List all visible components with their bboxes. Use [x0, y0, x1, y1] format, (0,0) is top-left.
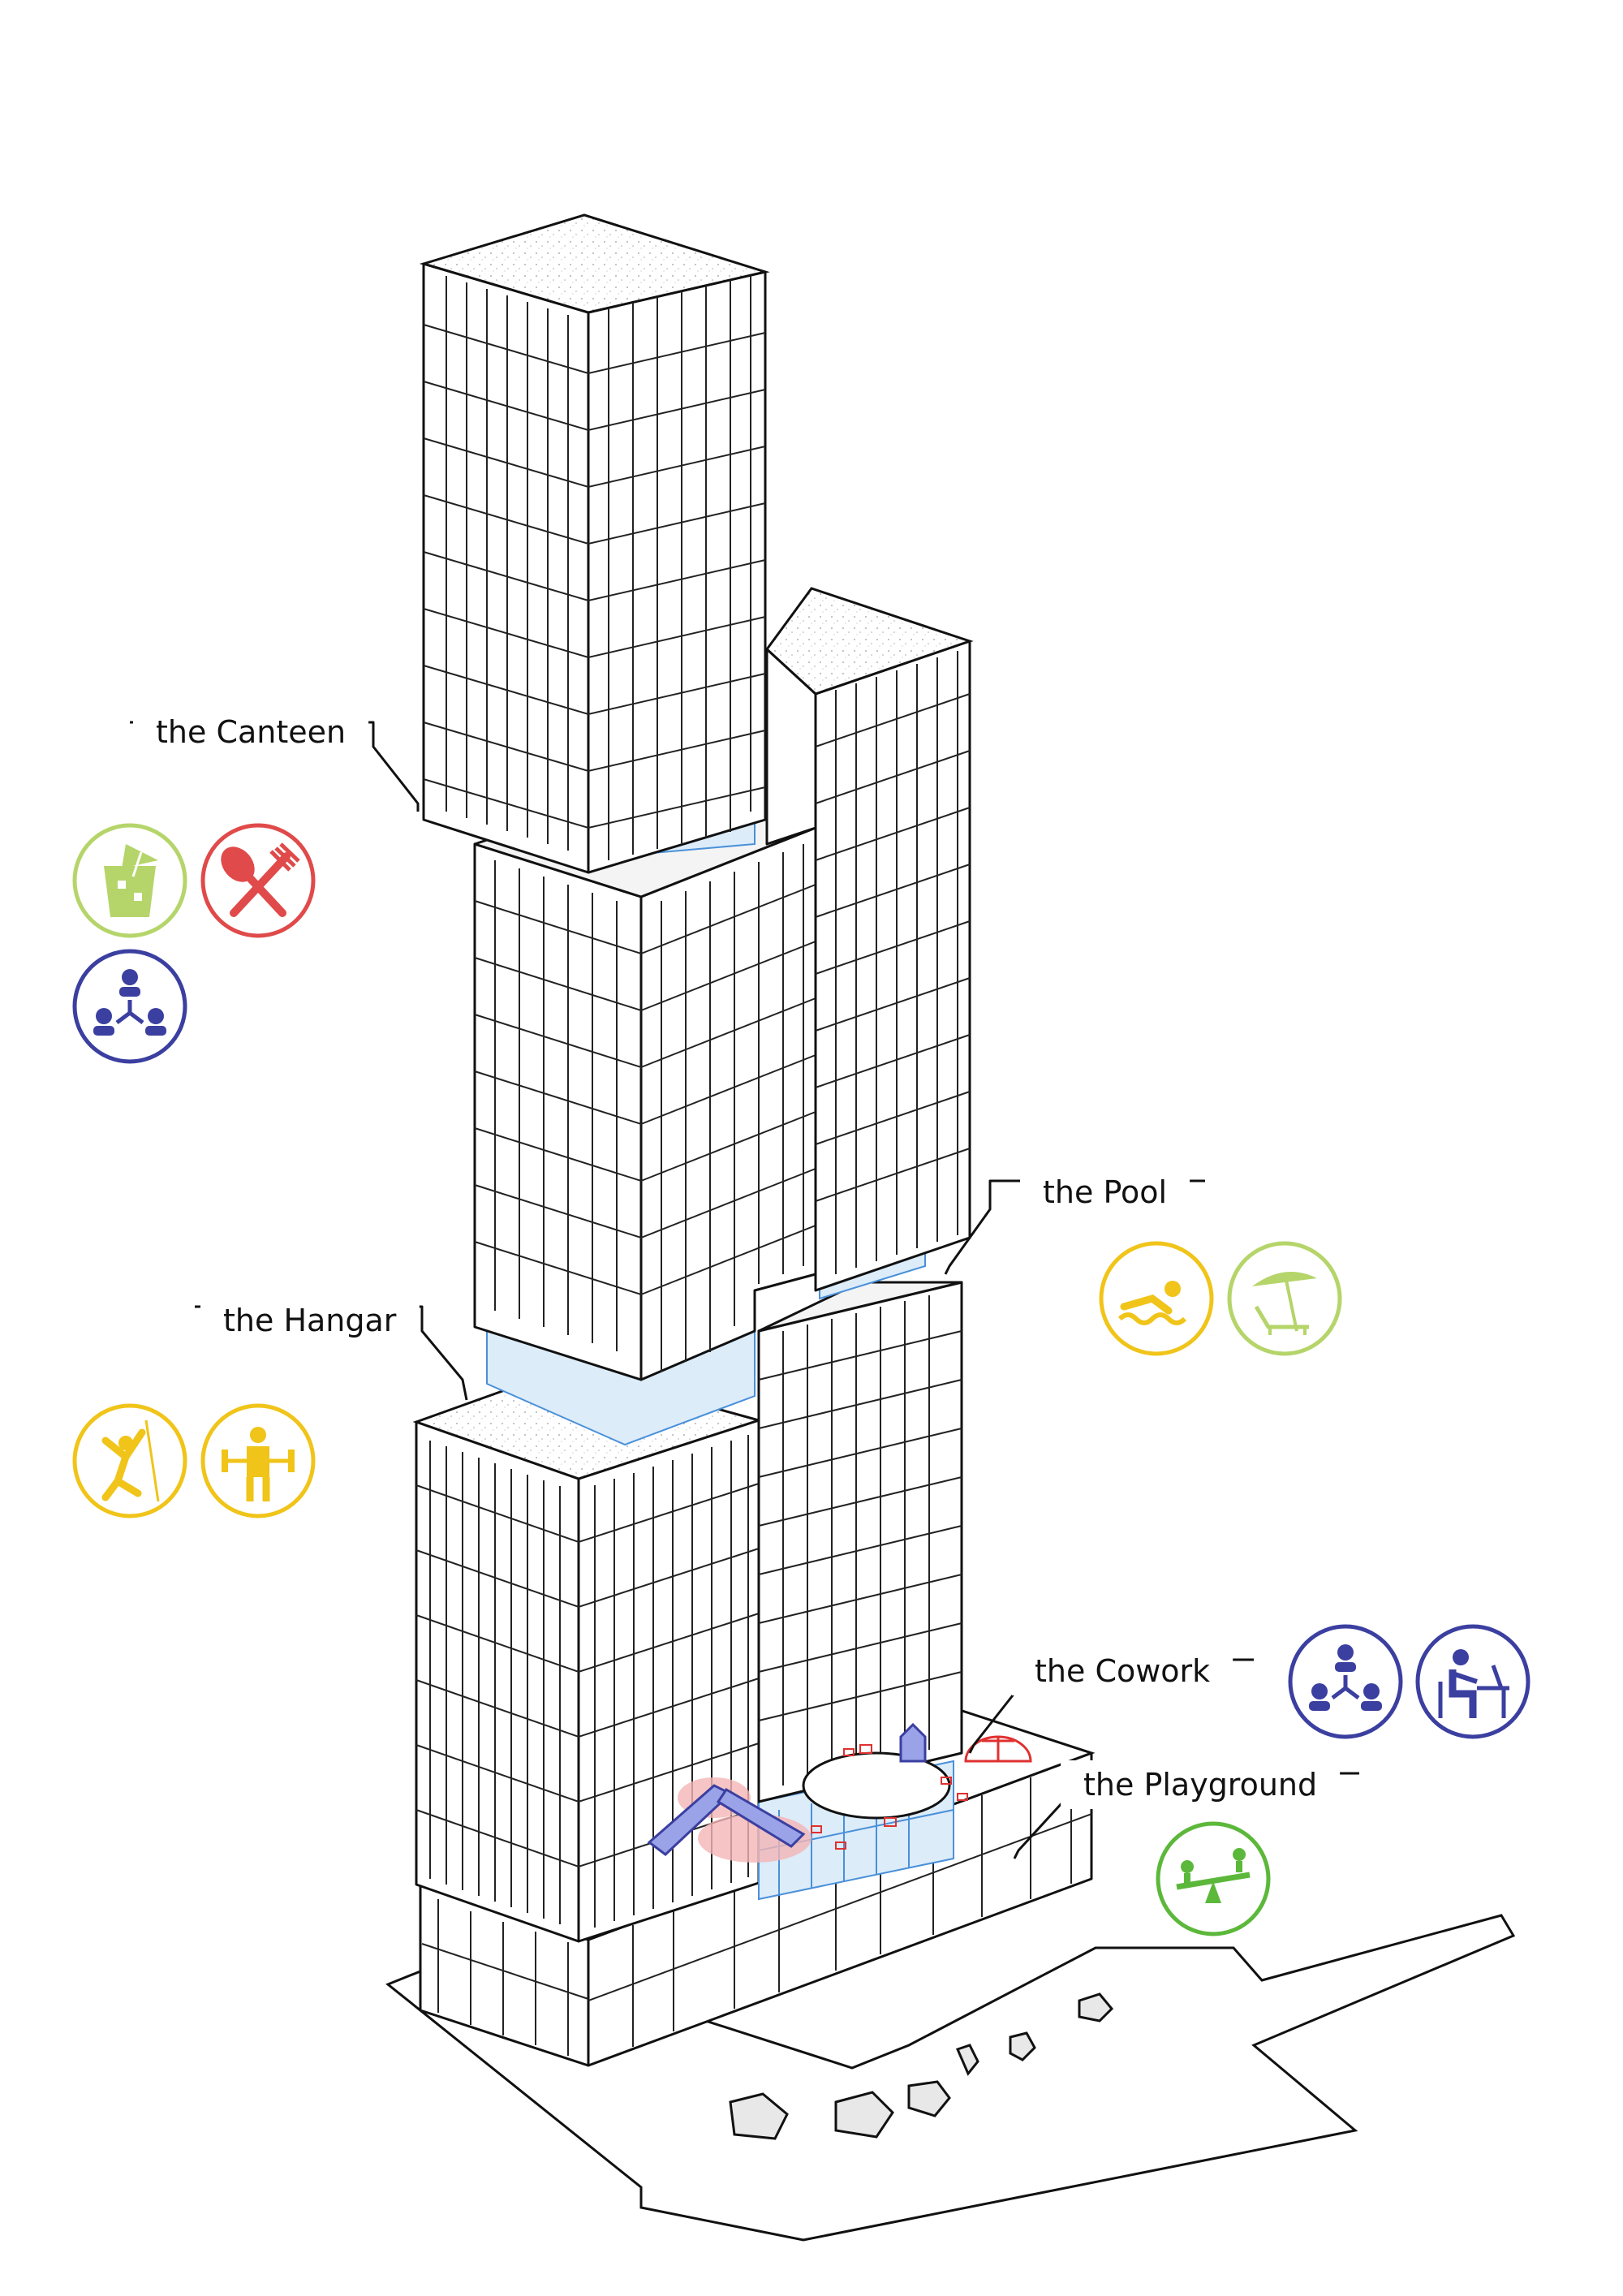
- dome-frame: [964, 1735, 1032, 1763]
- middle-block: [473, 790, 817, 1381]
- label-box: [200, 1296, 420, 1345]
- playground-roof: [647, 1722, 1032, 1863]
- hangar-label-text: the Hangar: [223, 1303, 397, 1338]
- label-box: [133, 708, 369, 756]
- climbing-icon: [72, 1403, 187, 1518]
- drink-icon: [72, 823, 187, 938]
- right-tower: [764, 587, 974, 1292]
- cowork-windows: [758, 1295, 962, 1895]
- cutlery-icon: [200, 823, 316, 938]
- ramp-right: [716, 1787, 806, 1848]
- seesaw-icon: [1156, 1821, 1271, 1936]
- label-box: [1012, 1647, 1233, 1695]
- weightlifting-icon: [200, 1403, 316, 1518]
- middle-windows: [474, 844, 816, 1372]
- hangar-label: the Hangar: [195, 1296, 468, 1401]
- pool-label-text: the Pool: [1043, 1174, 1167, 1210]
- cowork-label: the Cowork: [968, 1647, 1254, 1754]
- hangar-windows: [415, 1435, 760, 1928]
- playground-label-text: the Playground: [1083, 1767, 1317, 1803]
- top-tower: [419, 213, 770, 874]
- sunbed-icon: [1227, 1241, 1342, 1356]
- desk-work-icon: [1415, 1624, 1530, 1739]
- cowork-label-text: the Cowork: [1035, 1653, 1210, 1689]
- label-box: [1020, 1168, 1190, 1217]
- pool-label: the Pool: [944, 1168, 1205, 1275]
- right-tower-windows: [815, 651, 971, 1274]
- swimming-icon: [1099, 1241, 1214, 1356]
- label-box: [1061, 1760, 1341, 1809]
- canteen-label: the Canteen: [130, 708, 420, 812]
- playground-label: the Playground: [1013, 1760, 1359, 1859]
- site-outline: [385, 1914, 1516, 2242]
- small-house: [899, 1722, 927, 1763]
- top-tower-windows: [423, 276, 766, 860]
- community-icon: [1288, 1624, 1403, 1739]
- hangar-block: [412, 1366, 764, 1943]
- roof-pool-opening: [802, 1751, 951, 1820]
- canteen-label-text: the Canteen: [156, 714, 346, 750]
- community-icon: [72, 949, 187, 1064]
